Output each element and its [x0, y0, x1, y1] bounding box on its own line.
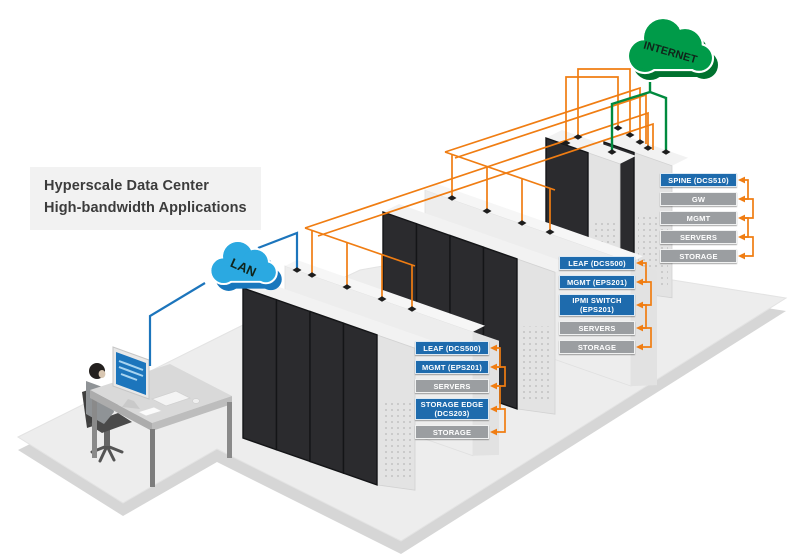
spine-labels-item: SPINE (DCS510)	[660, 173, 737, 187]
front-row-labels-item: LEAF (DCS500)	[415, 341, 489, 355]
network-cables	[148, 68, 671, 366]
lan-cloud: LAN	[209, 239, 282, 291]
person-at-desk	[82, 346, 232, 487]
spine-labels-arrows	[738, 176, 754, 260]
spine-labels-item: MGMT	[660, 211, 737, 225]
middle-row-labels-item: IPMI SWITCH (EPS201)	[559, 294, 635, 316]
front-row-labels-arrows	[490, 344, 506, 436]
middle-row-labels-item: MGMT (EPS201)	[559, 275, 635, 289]
spine-labels-item: GW	[660, 192, 737, 206]
title-line-1: Hyperscale Data Center	[44, 178, 209, 194]
middle-row-labels-arrows	[636, 259, 652, 351]
title-line-2: High-bandwidth Applications	[44, 199, 247, 216]
title-box: Hyperscale Data Center High-bandwidth Ap…	[30, 167, 261, 230]
front-row-labels-item: STORAGE EDGE (DCS203)	[415, 398, 489, 420]
internet-cloud: INTERNET	[626, 16, 718, 80]
middle-row-labels-item: LEAF (DCS500)	[559, 256, 635, 270]
middle-row-labels-item: SERVERS	[559, 321, 635, 335]
spine-labels-item: STORAGE	[660, 249, 737, 263]
front-row-labels-item: SERVERS	[415, 379, 489, 393]
spine-labels-item: SERVERS	[660, 230, 737, 244]
front-row-labels-item: STORAGE	[415, 425, 489, 439]
clouds: LAN INTERNET	[209, 16, 718, 291]
front-row-labels-item: MGMT (EPS201)	[415, 360, 489, 374]
middle-row-labels-item: STORAGE	[559, 340, 635, 354]
